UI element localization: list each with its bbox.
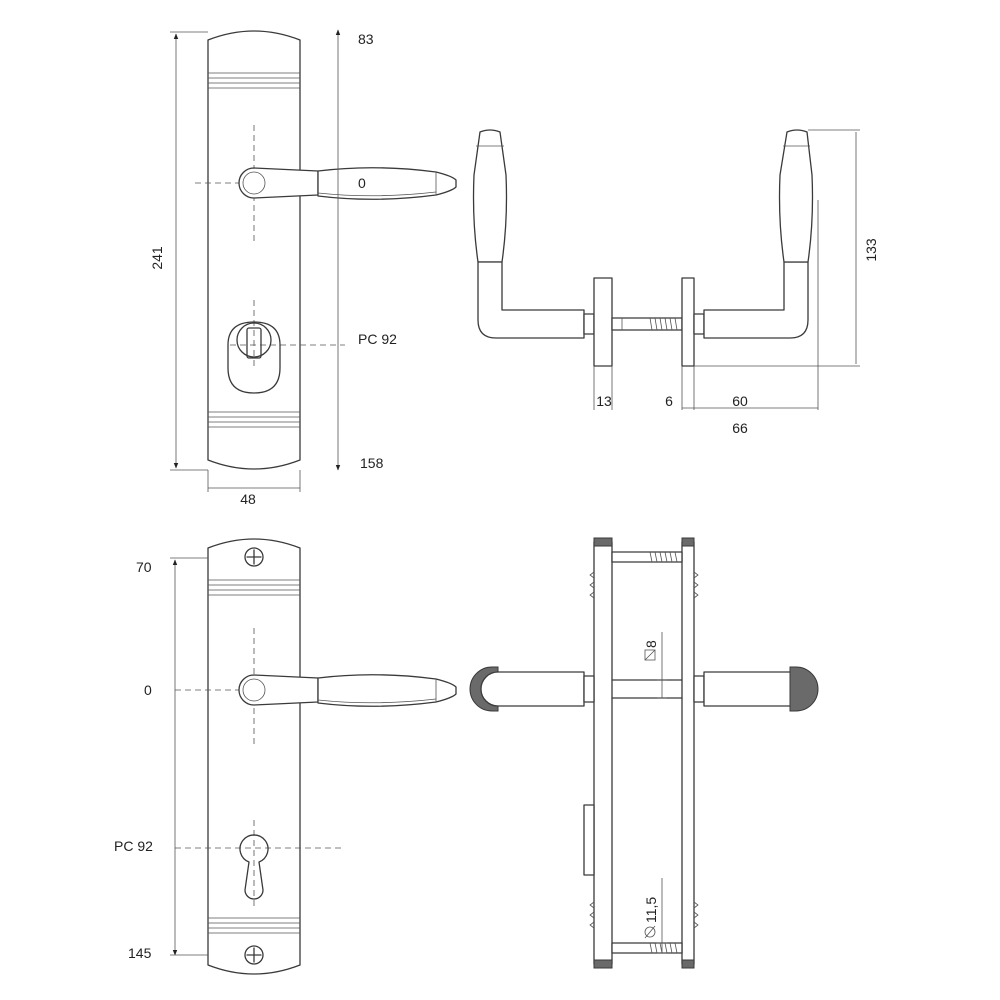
section-screws bbox=[611, 551, 683, 954]
top-width-label: 48 bbox=[240, 491, 256, 507]
side-spindle bbox=[611, 317, 683, 331]
section-screw-label: 11,5 bbox=[643, 897, 659, 923]
side-right-lever bbox=[681, 129, 814, 367]
top-dim-pc92: PC 92 bbox=[358, 331, 397, 347]
bottom-lever-handle bbox=[238, 674, 457, 707]
top-dim-0: 0 bbox=[358, 175, 366, 191]
section-spindle bbox=[611, 679, 683, 699]
bottom-front-view: 70 0 PC 92 145 bbox=[114, 538, 457, 975]
section-dim-spindle bbox=[644, 632, 667, 699]
side-dim-6: 6 bbox=[665, 393, 673, 409]
bottom-dim-145: 145 bbox=[128, 945, 152, 961]
top-height-label: 241 bbox=[149, 246, 165, 270]
side-left-lever bbox=[472, 129, 613, 367]
side-view: 133 13 6 60 66 bbox=[472, 129, 879, 436]
top-dim-158: 158 bbox=[360, 455, 384, 471]
top-backplate-grooves bbox=[208, 72, 300, 428]
side-dim-66: 66 bbox=[732, 420, 748, 436]
section-spindle-label: 8 bbox=[643, 640, 659, 648]
top-dim-width bbox=[207, 470, 301, 492]
bottom-backplate bbox=[207, 538, 301, 975]
bottom-dim-70: 70 bbox=[136, 559, 152, 575]
section-view: 8 11,5 bbox=[469, 537, 819, 969]
top-dim-83: 83 bbox=[358, 31, 374, 47]
section-right-lever bbox=[693, 666, 819, 712]
top-keyhole-cutout bbox=[227, 321, 281, 394]
side-height-label: 133 bbox=[863, 238, 879, 262]
top-front-view: 241 48 83 0 PC 92 158 bbox=[149, 29, 457, 507]
section-right-plate bbox=[681, 537, 699, 969]
side-dim-13: 13 bbox=[596, 393, 612, 409]
section-left-plate bbox=[583, 537, 613, 969]
bottom-cylinder-cutout bbox=[239, 834, 269, 900]
side-dim-height bbox=[694, 129, 860, 367]
bottom-bottom-screw bbox=[244, 945, 264, 965]
section-left-lever bbox=[469, 666, 595, 712]
section-dim-screw bbox=[644, 878, 667, 954]
bottom-backplate-grooves bbox=[208, 579, 300, 934]
top-lever-handle bbox=[238, 167, 457, 200]
bottom-dim-0: 0 bbox=[144, 682, 152, 698]
side-dim-bottom bbox=[593, 200, 819, 410]
bottom-top-screw bbox=[244, 547, 264, 567]
side-dim-60: 60 bbox=[732, 393, 748, 409]
bottom-dim-pc92: PC 92 bbox=[114, 838, 153, 854]
top-backplate bbox=[207, 30, 301, 470]
top-dim-height bbox=[170, 31, 208, 471]
